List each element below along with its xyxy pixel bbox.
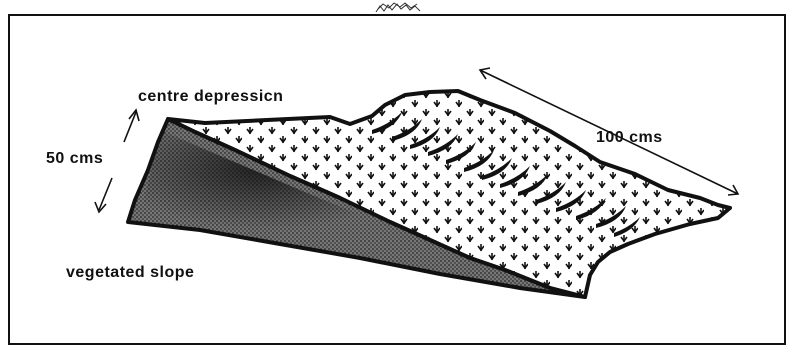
height-label: 50 cms [46,150,103,168]
vegetated-slope-label: vegetated slope [66,264,194,282]
length-label: 100 cms [596,129,663,147]
centre-depression-label: centre depressicn [138,88,283,106]
